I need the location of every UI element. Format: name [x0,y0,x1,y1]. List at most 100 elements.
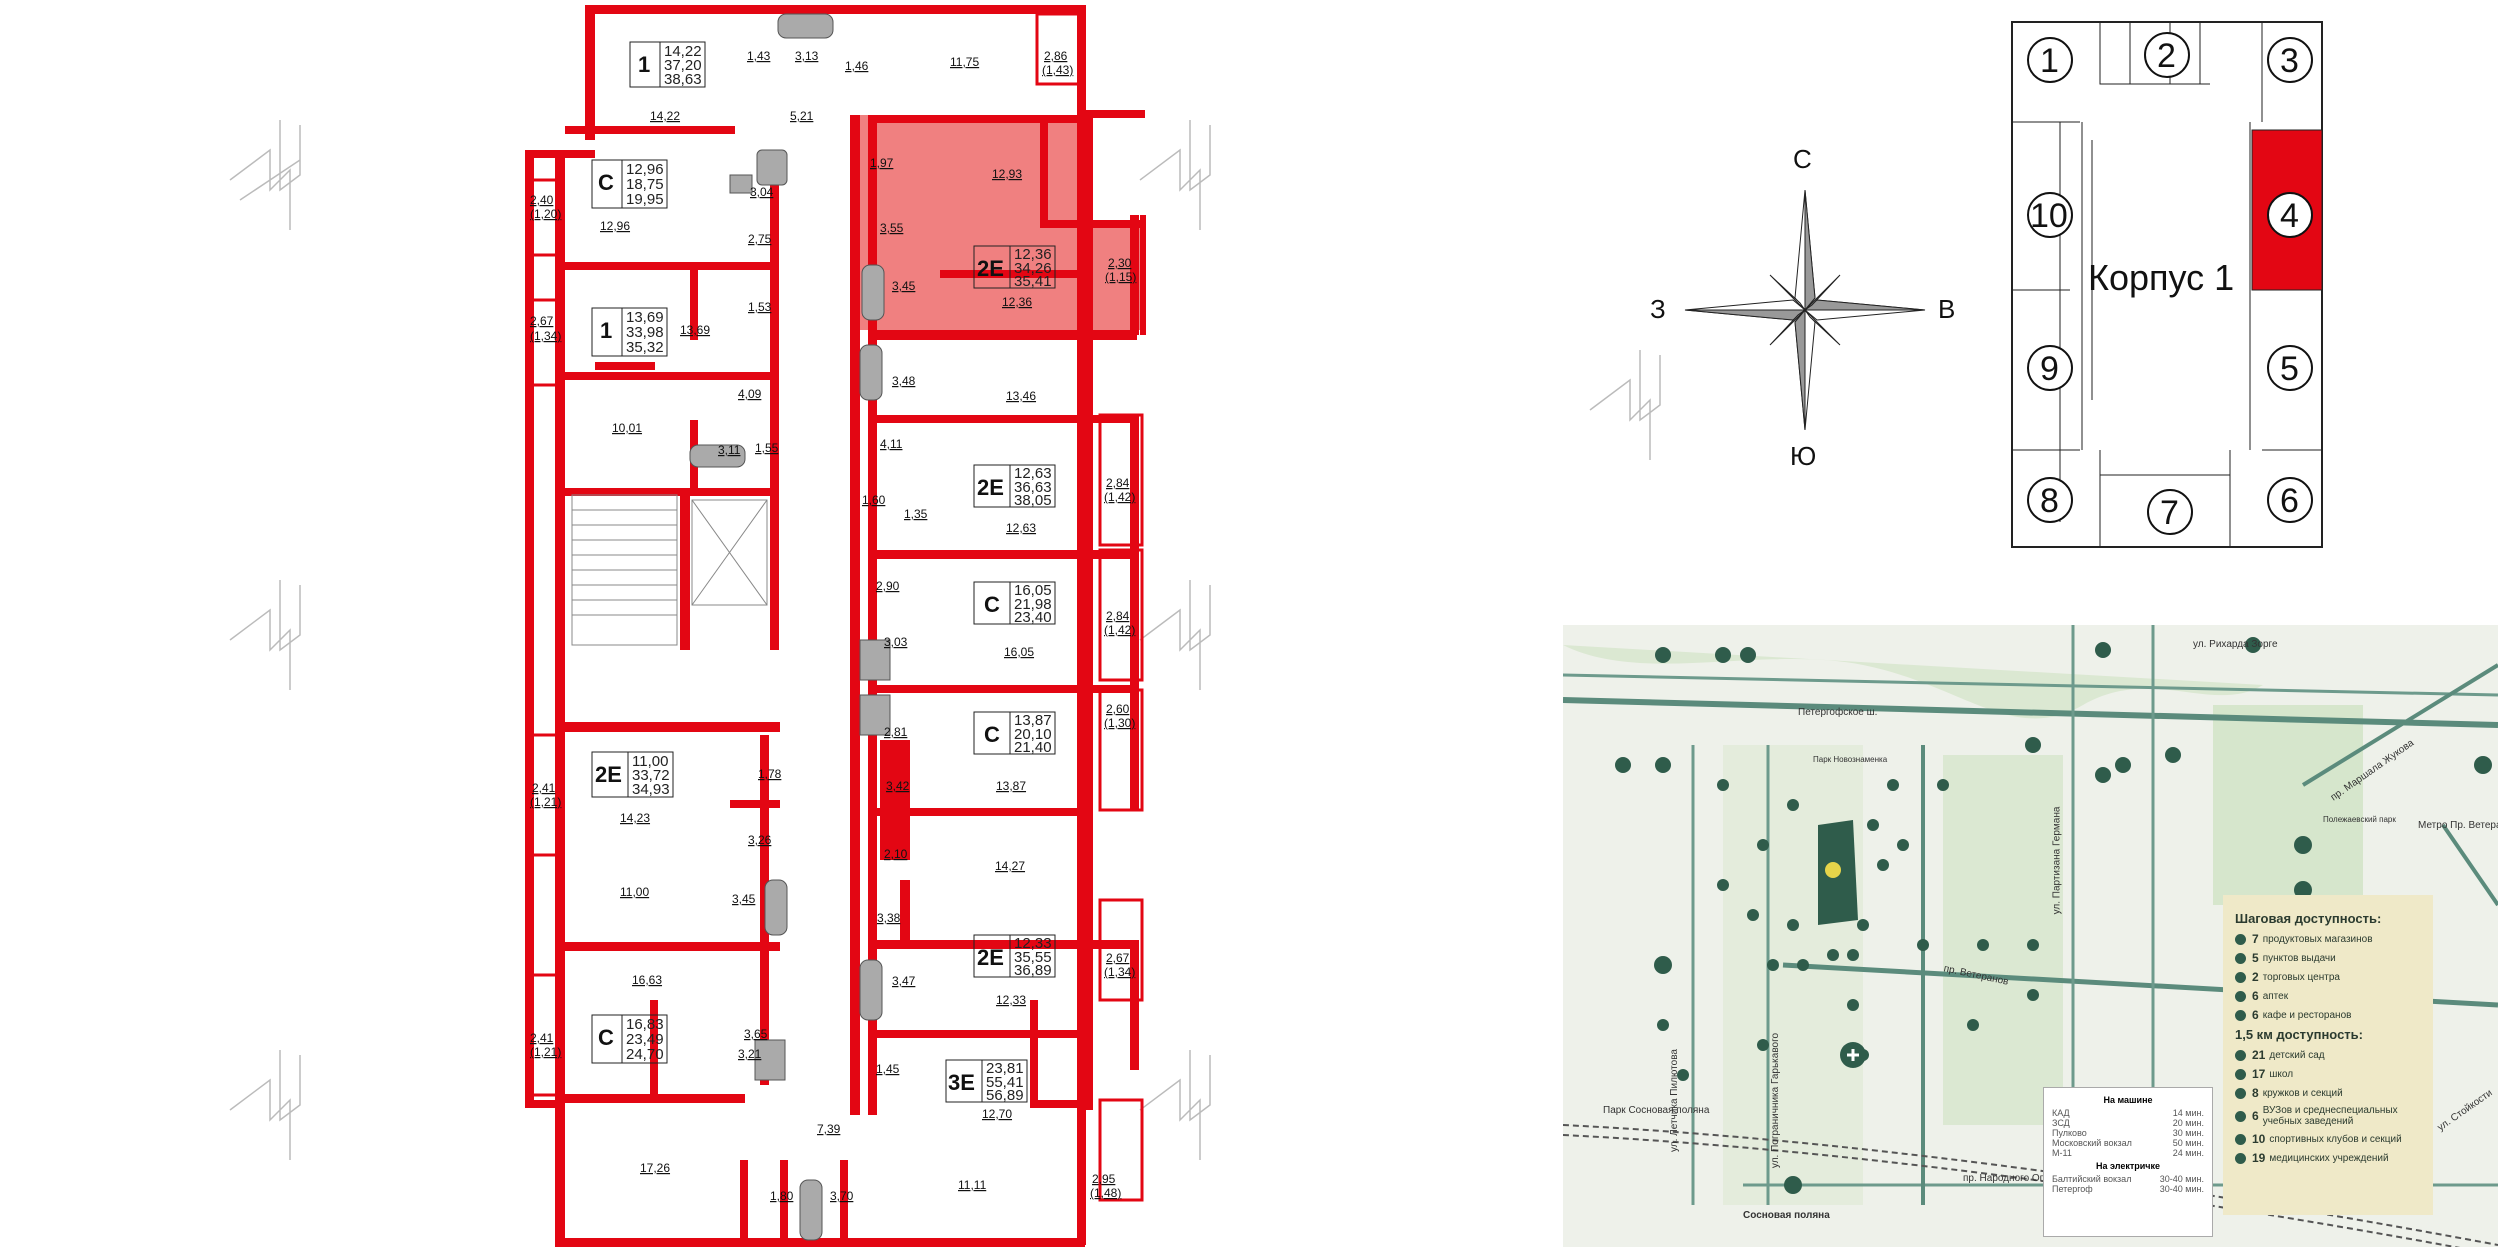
section-3: 3 [2280,42,2299,80]
svg-text:С: С [984,722,1000,747]
road-zorge: ул. Рихарда Зорге [2193,639,2278,650]
svg-text:2,95: 2,95 [1092,1172,1116,1186]
svg-text:3,45: 3,45 [732,892,756,906]
svg-text:1,60: 1,60 [862,493,886,507]
svg-text:33,72: 33,72 [632,767,670,784]
svg-text:(1,30): (1,30) [1104,716,1135,730]
svg-text:(1,42): (1,42) [1104,623,1135,637]
road-narodnogo-opolcheniya: пр. Народного Ополчения [1963,1173,2084,1184]
compass: С Ю З В [1650,144,1955,471]
location-map[interactable]: Петергофское ш. ул. Рихарда Зорге пр. Ве… [1563,625,2498,1247]
svg-text:(1,42): (1,42) [1104,490,1135,504]
svg-text:13,87: 13,87 [996,779,1026,793]
svg-text:16,83: 16,83 [626,1016,664,1033]
svg-text:3Е: 3Е [948,1070,975,1095]
svg-text:3,45: 3,45 [892,279,916,293]
svg-text:20,10: 20,10 [1014,726,1052,743]
apartment-c-2[interactable]: С 16,05 21,98 23,40 16,05 [973,581,1056,659]
svg-text:1: 1 [600,318,612,343]
svg-text:21,98: 21,98 [1014,596,1052,613]
svg-text:2Е: 2Е [977,475,1004,500]
svg-text:19,95: 19,95 [626,191,664,208]
place-park-sosnovaya: Парк Сосновая поляна [1603,1105,1710,1116]
walls [525,5,1146,1247]
svg-text:2,75: 2,75 [748,232,772,246]
apartment-1-mid[interactable]: 1 13,69 33,98 35,32 13,69 [591,307,710,357]
section-1: 1 [2040,42,2059,80]
svg-text:7,39: 7,39 [817,1122,841,1136]
svg-text:1: 1 [638,52,650,77]
svg-text:12,36: 12,36 [1014,246,1052,263]
svg-text:5,21: 5,21 [790,109,814,123]
road-pogranichnika-garkavogo: ул. Пограничника Гарькавого [1770,1032,1782,1169]
apartment-c-left[interactable]: С 16,83 23,49 24,70 16,63 [591,973,668,1064]
apartment-2e-2[interactable]: 2Е 12,63 36,63 38,05 12,63 [973,464,1056,535]
section-2: 2 [2157,37,2176,75]
svg-text:18,75: 18,75 [626,176,664,193]
svg-text:37,20: 37,20 [664,57,702,74]
svg-text:13,87: 13,87 [1014,712,1052,729]
svg-text:2,86: 2,86 [1044,49,1068,63]
apartment-c-3[interactable]: С 13,87 20,10 21,40 13,87 [973,711,1056,793]
apartment-2e-3[interactable]: 2Е 12,33 35,55 36,89 12,33 [973,934,1056,1007]
svg-text:11,00: 11,00 [632,753,668,770]
svg-text:13,69: 13,69 [680,323,710,337]
svg-text:2,41: 2,41 [530,1031,554,1045]
svg-text:2,84: 2,84 [1106,476,1130,490]
apartment-1-top[interactable]: 1 14,22 37,20 38,63 14,22 [629,41,706,123]
svg-text:1,78: 1,78 [758,767,782,781]
svg-text:14,27: 14,27 [995,859,1025,873]
svg-text:(1,43): (1,43) [1042,63,1073,77]
svg-text:2Е: 2Е [595,762,622,787]
svg-text:(1,20): (1,20) [530,207,561,221]
place-polezhaevsky: Полежаевский парк [2323,815,2396,824]
svg-text:12,96: 12,96 [600,219,630,233]
svg-text:1,46: 1,46 [845,59,869,73]
svg-text:1,80: 1,80 [770,1189,794,1203]
section-9: 9 [2040,350,2059,388]
svg-text:13,46: 13,46 [1006,389,1036,403]
svg-text:11,00: 11,00 [620,885,649,899]
svg-text:1,55: 1,55 [755,441,779,455]
svg-text:3,13: 3,13 [795,49,819,63]
section-7: 7 [2160,494,2179,532]
svg-text:24,70: 24,70 [626,1046,664,1063]
svg-text:3,48: 3,48 [892,374,916,388]
svg-text:38,63: 38,63 [664,71,702,88]
svg-text:56,89: 56,89 [986,1087,1024,1104]
svg-text:36,89: 36,89 [1014,962,1052,979]
svg-text:3,47: 3,47 [892,974,916,988]
svg-text:10,01: 10,01 [612,421,642,435]
svg-text:2,90: 2,90 [876,579,900,593]
road-partizana-germana: ул. Партизана Германа [2051,806,2063,915]
svg-text:(1,34): (1,34) [1104,965,1135,979]
svg-text:(1,21): (1,21) [530,795,561,809]
svg-text:12,93: 12,93 [992,167,1022,181]
svg-text:2,67: 2,67 [1106,951,1130,965]
apartment-3e[interactable]: 3Е 23,81 55,41 56,89 12,70 [945,1059,1028,1121]
svg-text:16,63: 16,63 [632,973,662,987]
svg-text:2,30: 2,30 [1108,256,1132,270]
section-6: 6 [2280,482,2299,520]
svg-text:1,43: 1,43 [747,49,771,63]
svg-text:13,69: 13,69 [626,309,664,326]
apartment-labels: 1 14,22 37,20 38,63 14,22 С 12,96 18,75 … [591,41,1056,1121]
svg-text:23,40: 23,40 [1014,609,1052,626]
apartment-c-1[interactable]: С 12,96 18,75 19,95 12,96 [591,159,668,233]
svg-text:11,75: 11,75 [950,55,979,69]
svg-text:1,97: 1,97 [870,156,894,170]
apartment-2e-selected[interactable]: 2Е 12,36 34,26 35,41 12,36 [973,245,1056,309]
section-4: 4 [2280,197,2299,235]
apartment-2e-left[interactable]: 2Е 11,00 33,72 34,93 14,23 [591,751,674,825]
svg-text:21,40: 21,40 [1014,739,1052,756]
svg-text:3,55: 3,55 [880,221,904,235]
svg-text:1,53: 1,53 [748,300,772,314]
svg-text:12,33: 12,33 [1014,935,1052,952]
room-area-labels: 1,43 3,13 1,46 11,75 2,86 (1,43) 5,21 1,… [530,49,1136,1203]
compass-west: З [1650,294,1666,324]
svg-text:12,36: 12,36 [1002,295,1032,309]
svg-text:23,49: 23,49 [626,1031,664,1048]
svg-text:14,22: 14,22 [650,109,680,123]
svg-text:2,10: 2,10 [884,847,908,861]
